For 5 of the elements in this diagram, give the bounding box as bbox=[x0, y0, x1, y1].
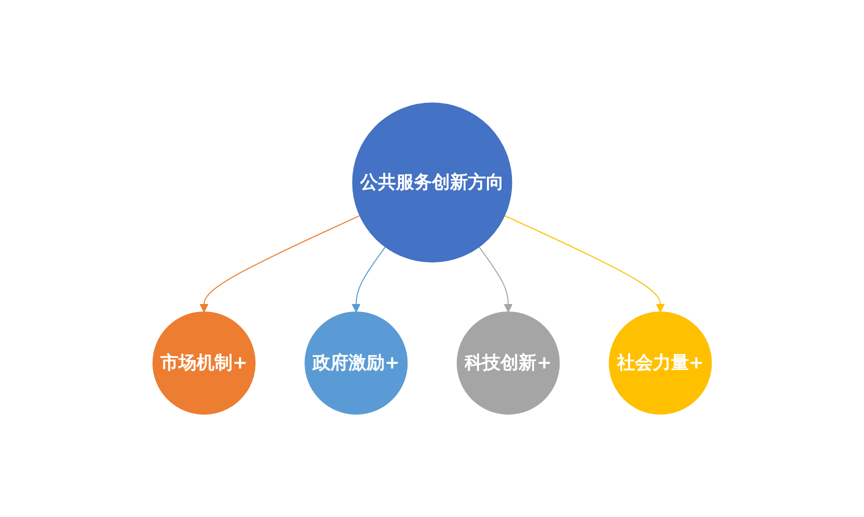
arrow bbox=[352, 246, 386, 312]
node-circle: 市场机制+ bbox=[152, 311, 256, 415]
arrow bbox=[199, 215, 360, 312]
arrow bbox=[504, 215, 665, 312]
arrow bbox=[478, 246, 512, 312]
